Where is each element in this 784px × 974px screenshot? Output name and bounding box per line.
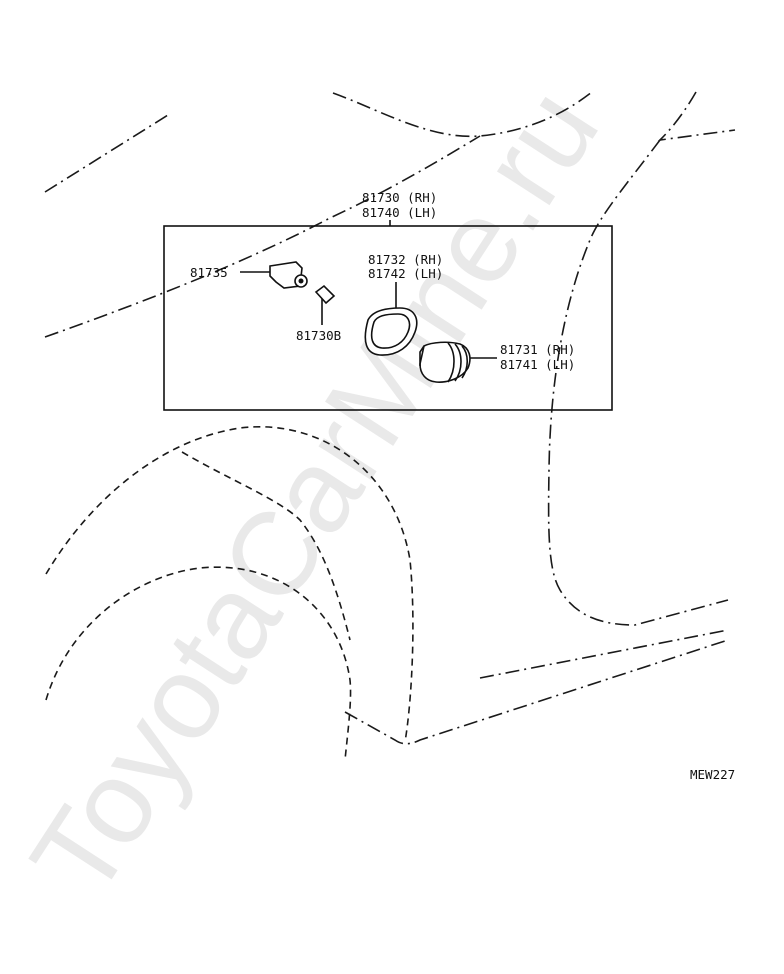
body-line-diagonal xyxy=(44,135,481,338)
bulb-glass xyxy=(314,284,336,305)
lens-rib-3 xyxy=(461,345,469,379)
label-gasket-rh: 81732 (RH) xyxy=(368,252,443,267)
lens-part xyxy=(419,341,471,383)
socket-hole xyxy=(298,278,304,284)
label-lens-rh: 81731 (RH) xyxy=(500,342,575,357)
fender-line xyxy=(181,451,351,641)
lens-flange xyxy=(419,345,425,366)
detail-frame xyxy=(163,225,613,411)
vehicle-body-outline xyxy=(44,91,736,679)
part-labels: 81730 (RH) 81740 (LH) 81735 81730B 81732… xyxy=(190,190,735,782)
label-assembly-rh: 81730 (RH) xyxy=(362,190,437,205)
label-bulb: 81730B xyxy=(296,328,341,343)
gasket-part xyxy=(364,307,418,356)
leader-lines xyxy=(240,220,497,359)
wheel-arch-outer xyxy=(45,426,414,743)
bulb-part xyxy=(314,284,336,305)
gasket-inner xyxy=(370,313,411,349)
label-socket: 81735 xyxy=(190,265,228,280)
lens-outer xyxy=(419,341,471,383)
label-lens-lh: 81741 (LH) xyxy=(500,357,575,372)
diagram-code: MEW227 xyxy=(690,767,735,782)
body-line-top-left xyxy=(44,114,169,193)
body-line-lower-right xyxy=(479,629,729,679)
socket-body xyxy=(269,261,303,289)
body-line-pillar xyxy=(547,139,729,626)
socket-part xyxy=(269,261,308,289)
rocker-line xyxy=(344,639,729,745)
watermark-text: ToyotaCarMine.ru xyxy=(6,66,624,919)
body-line-right-top xyxy=(657,91,736,142)
wheel-arch xyxy=(45,426,729,761)
lens-rib-2 xyxy=(454,343,462,382)
wheel-arch-inner xyxy=(45,566,352,761)
lens-rib-1 xyxy=(447,342,455,383)
body-line-top-curve xyxy=(332,91,593,138)
label-assembly-lh: 81740 (LH) xyxy=(362,205,437,220)
label-gasket-lh: 81742 (LH) xyxy=(368,266,443,281)
